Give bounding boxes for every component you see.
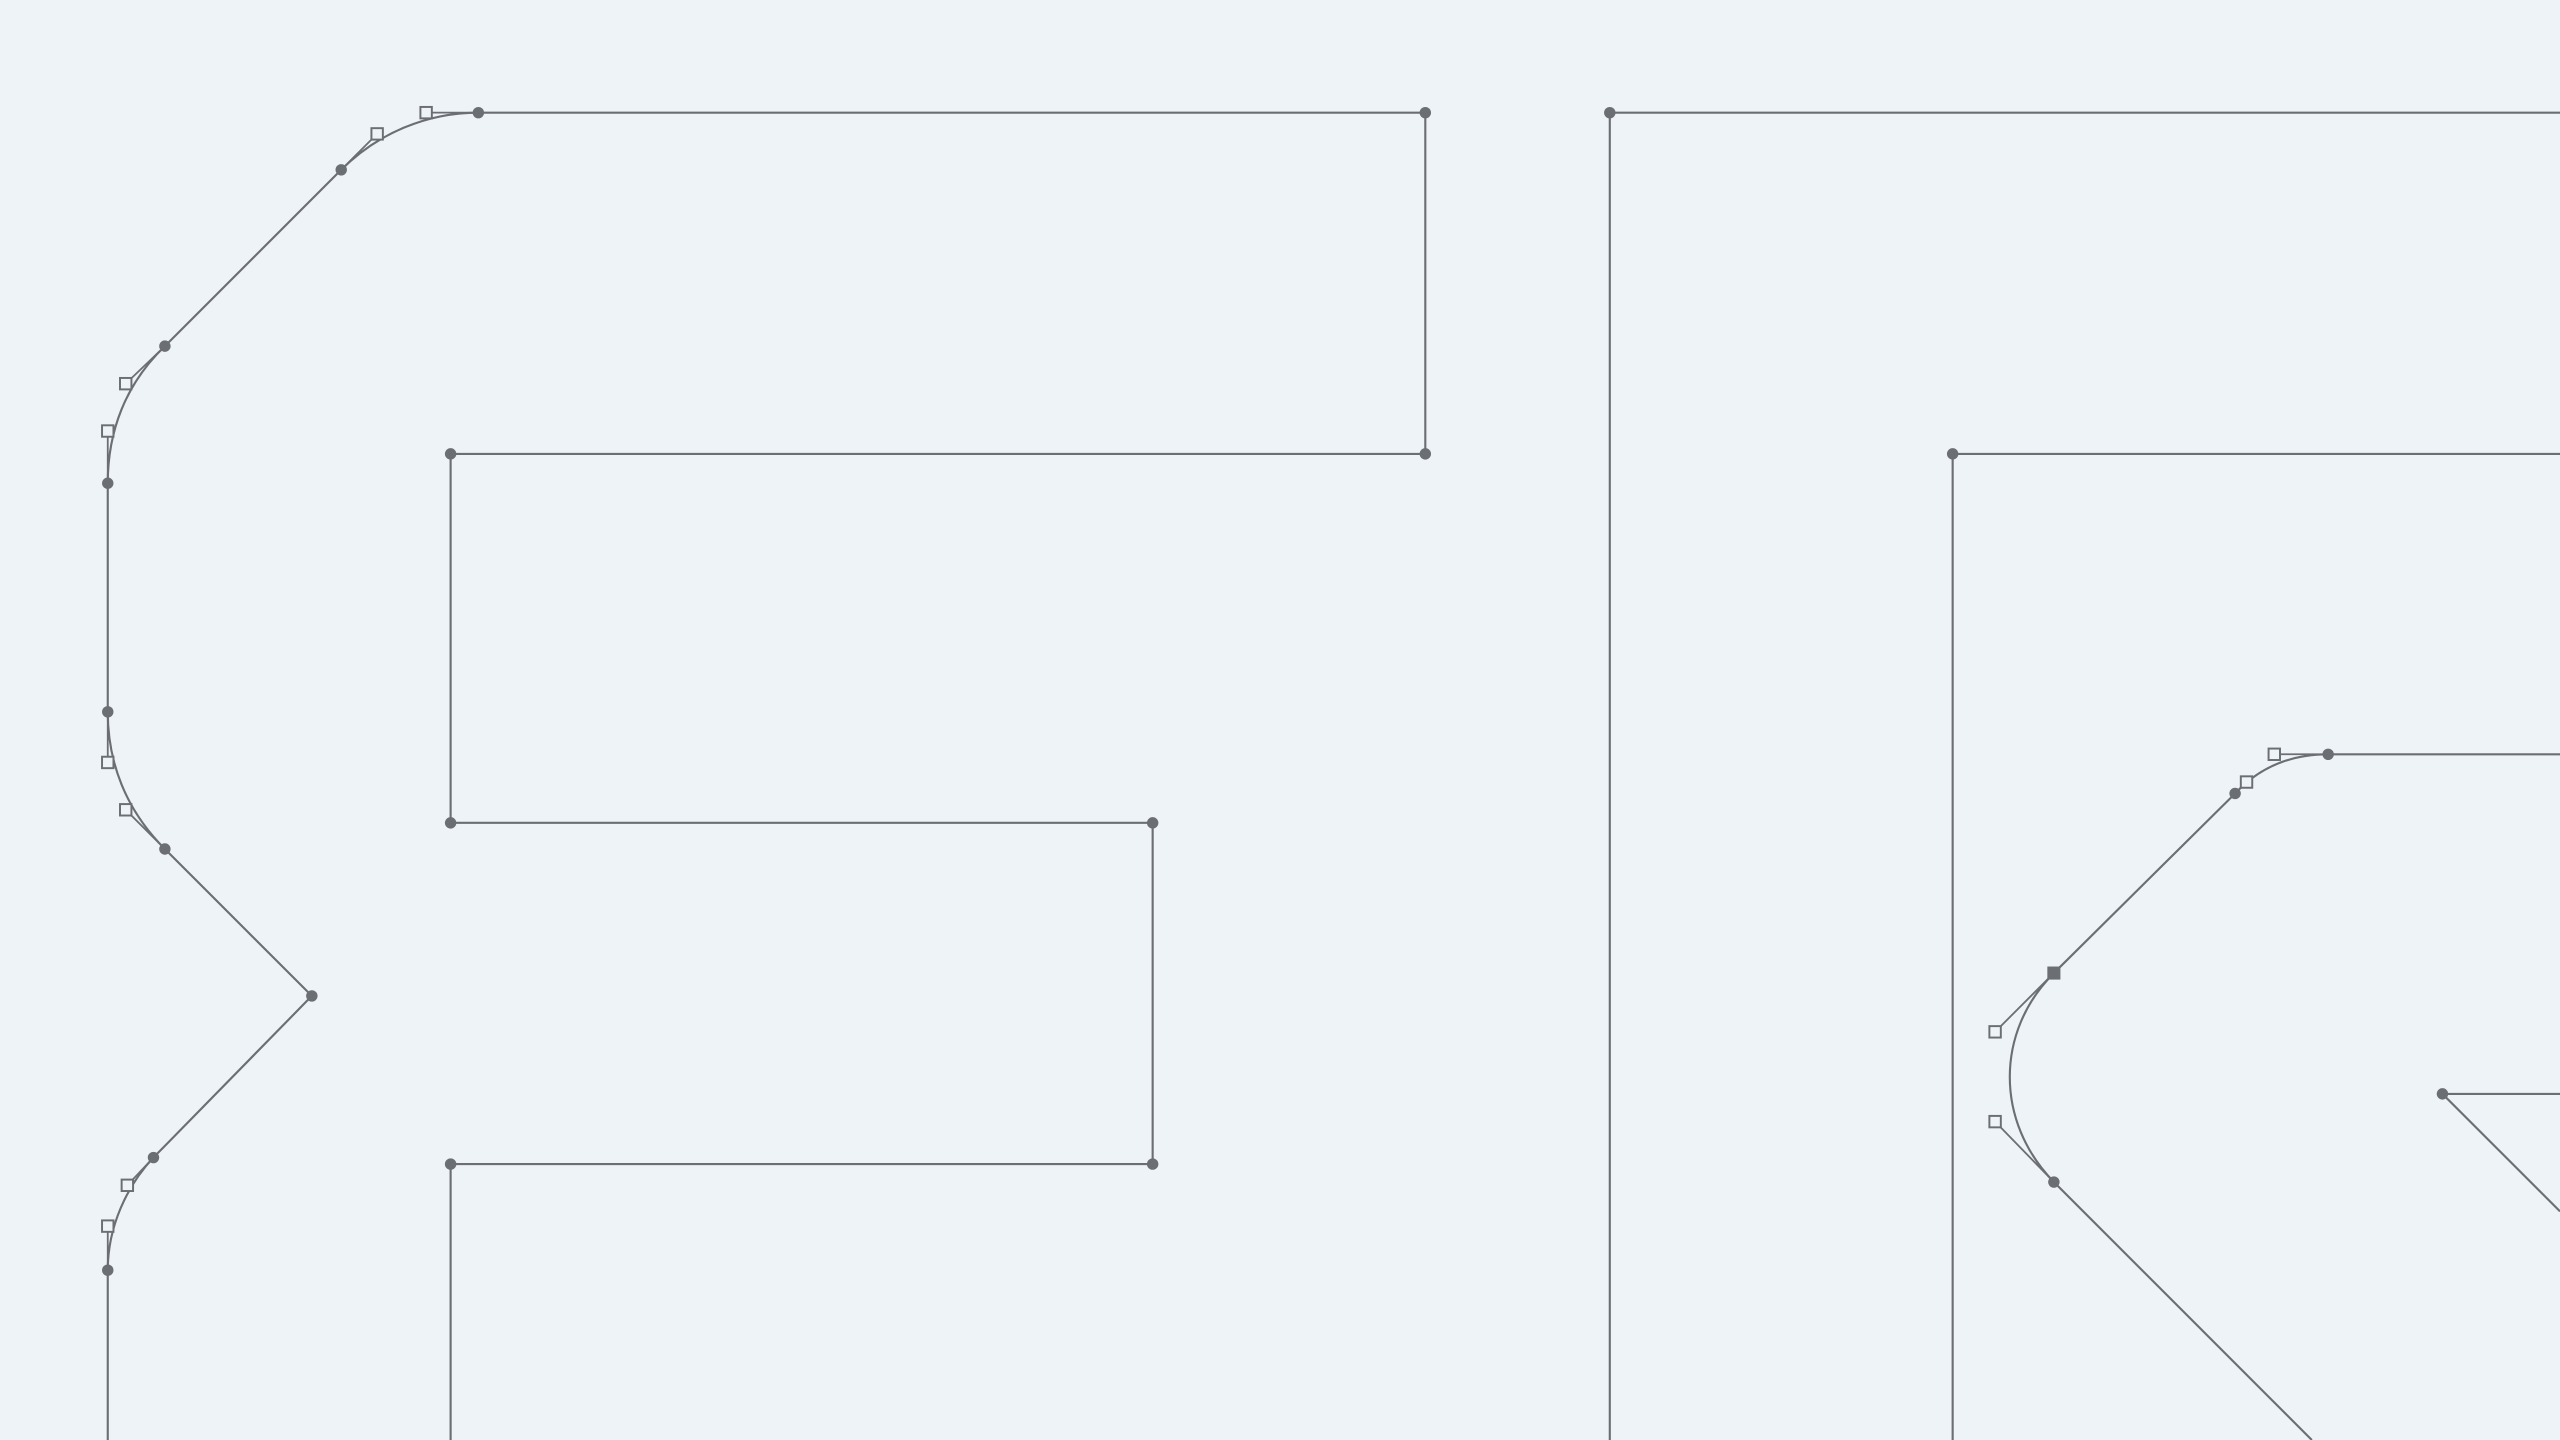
- anchor-node[interactable]: [335, 164, 347, 176]
- anchor-node[interactable]: [1604, 106, 1616, 119]
- control-handle[interactable]: [1988, 1114, 2002, 1129]
- handle-lines: [106, 111, 479, 1271]
- anchor-node[interactable]: [1946, 448, 1959, 460]
- control-handle[interactable]: [370, 127, 384, 141]
- control-handle[interactable]: [1988, 1025, 2002, 1039]
- control-handle[interactable]: [2239, 775, 2254, 789]
- left-glyph-path[interactable]: [106, 111, 1426, 1440]
- anchor-node[interactable]: [444, 817, 457, 829]
- anchor-node[interactable]: [444, 448, 457, 460]
- anchor-node[interactable]: [472, 106, 485, 119]
- control-handle[interactable]: [419, 105, 433, 120]
- control-handle[interactable]: [101, 424, 115, 438]
- right-glyph-outer-path[interactable]: [1608, 111, 2560, 1440]
- anchor-node[interactable]: [1146, 817, 1159, 829]
- anchor-node[interactable]: [147, 1151, 160, 1164]
- control-handle[interactable]: [119, 376, 133, 391]
- anchor-node[interactable]: [102, 706, 114, 718]
- control-handle[interactable]: [120, 1178, 135, 1192]
- selected-anchor-node[interactable]: [2047, 966, 2061, 980]
- anchor-node[interactable]: [102, 1264, 114, 1276]
- control-handles[interactable]: [1988, 747, 2281, 1129]
- anchor-node[interactable]: [159, 843, 171, 855]
- left-glyph-outline[interactable]: [101, 105, 1432, 1440]
- control-handle[interactable]: [101, 1219, 115, 1233]
- anchor-node[interactable]: [2229, 787, 2241, 800]
- anchor-node[interactable]: [2436, 1088, 2449, 1100]
- anchor-nodes[interactable]: [1604, 106, 2449, 1188]
- anchor-node[interactable]: [2048, 1176, 2060, 1188]
- anchor-nodes[interactable]: [102, 106, 1432, 1276]
- anchor-node[interactable]: [306, 990, 318, 1002]
- right-glyph-inner-path[interactable]: [2008, 753, 2560, 1440]
- anchor-node[interactable]: [1419, 106, 1432, 119]
- anchor-node[interactable]: [102, 477, 114, 489]
- control-handle[interactable]: [119, 803, 133, 817]
- control-handles[interactable]: [101, 105, 433, 1233]
- anchor-node[interactable]: [159, 340, 171, 352]
- anchor-node[interactable]: [1419, 448, 1432, 460]
- handle-lines: [1994, 753, 2329, 1183]
- left-glyph-bars-path[interactable]: [449, 112, 1427, 1440]
- control-handle[interactable]: [101, 755, 115, 770]
- anchor-node[interactable]: [2322, 748, 2334, 760]
- right-glyph-outline[interactable]: [1604, 106, 2560, 1440]
- anchor-node[interactable]: [1146, 1158, 1159, 1170]
- anchor-node[interactable]: [444, 1158, 457, 1170]
- control-handle[interactable]: [2267, 747, 2281, 761]
